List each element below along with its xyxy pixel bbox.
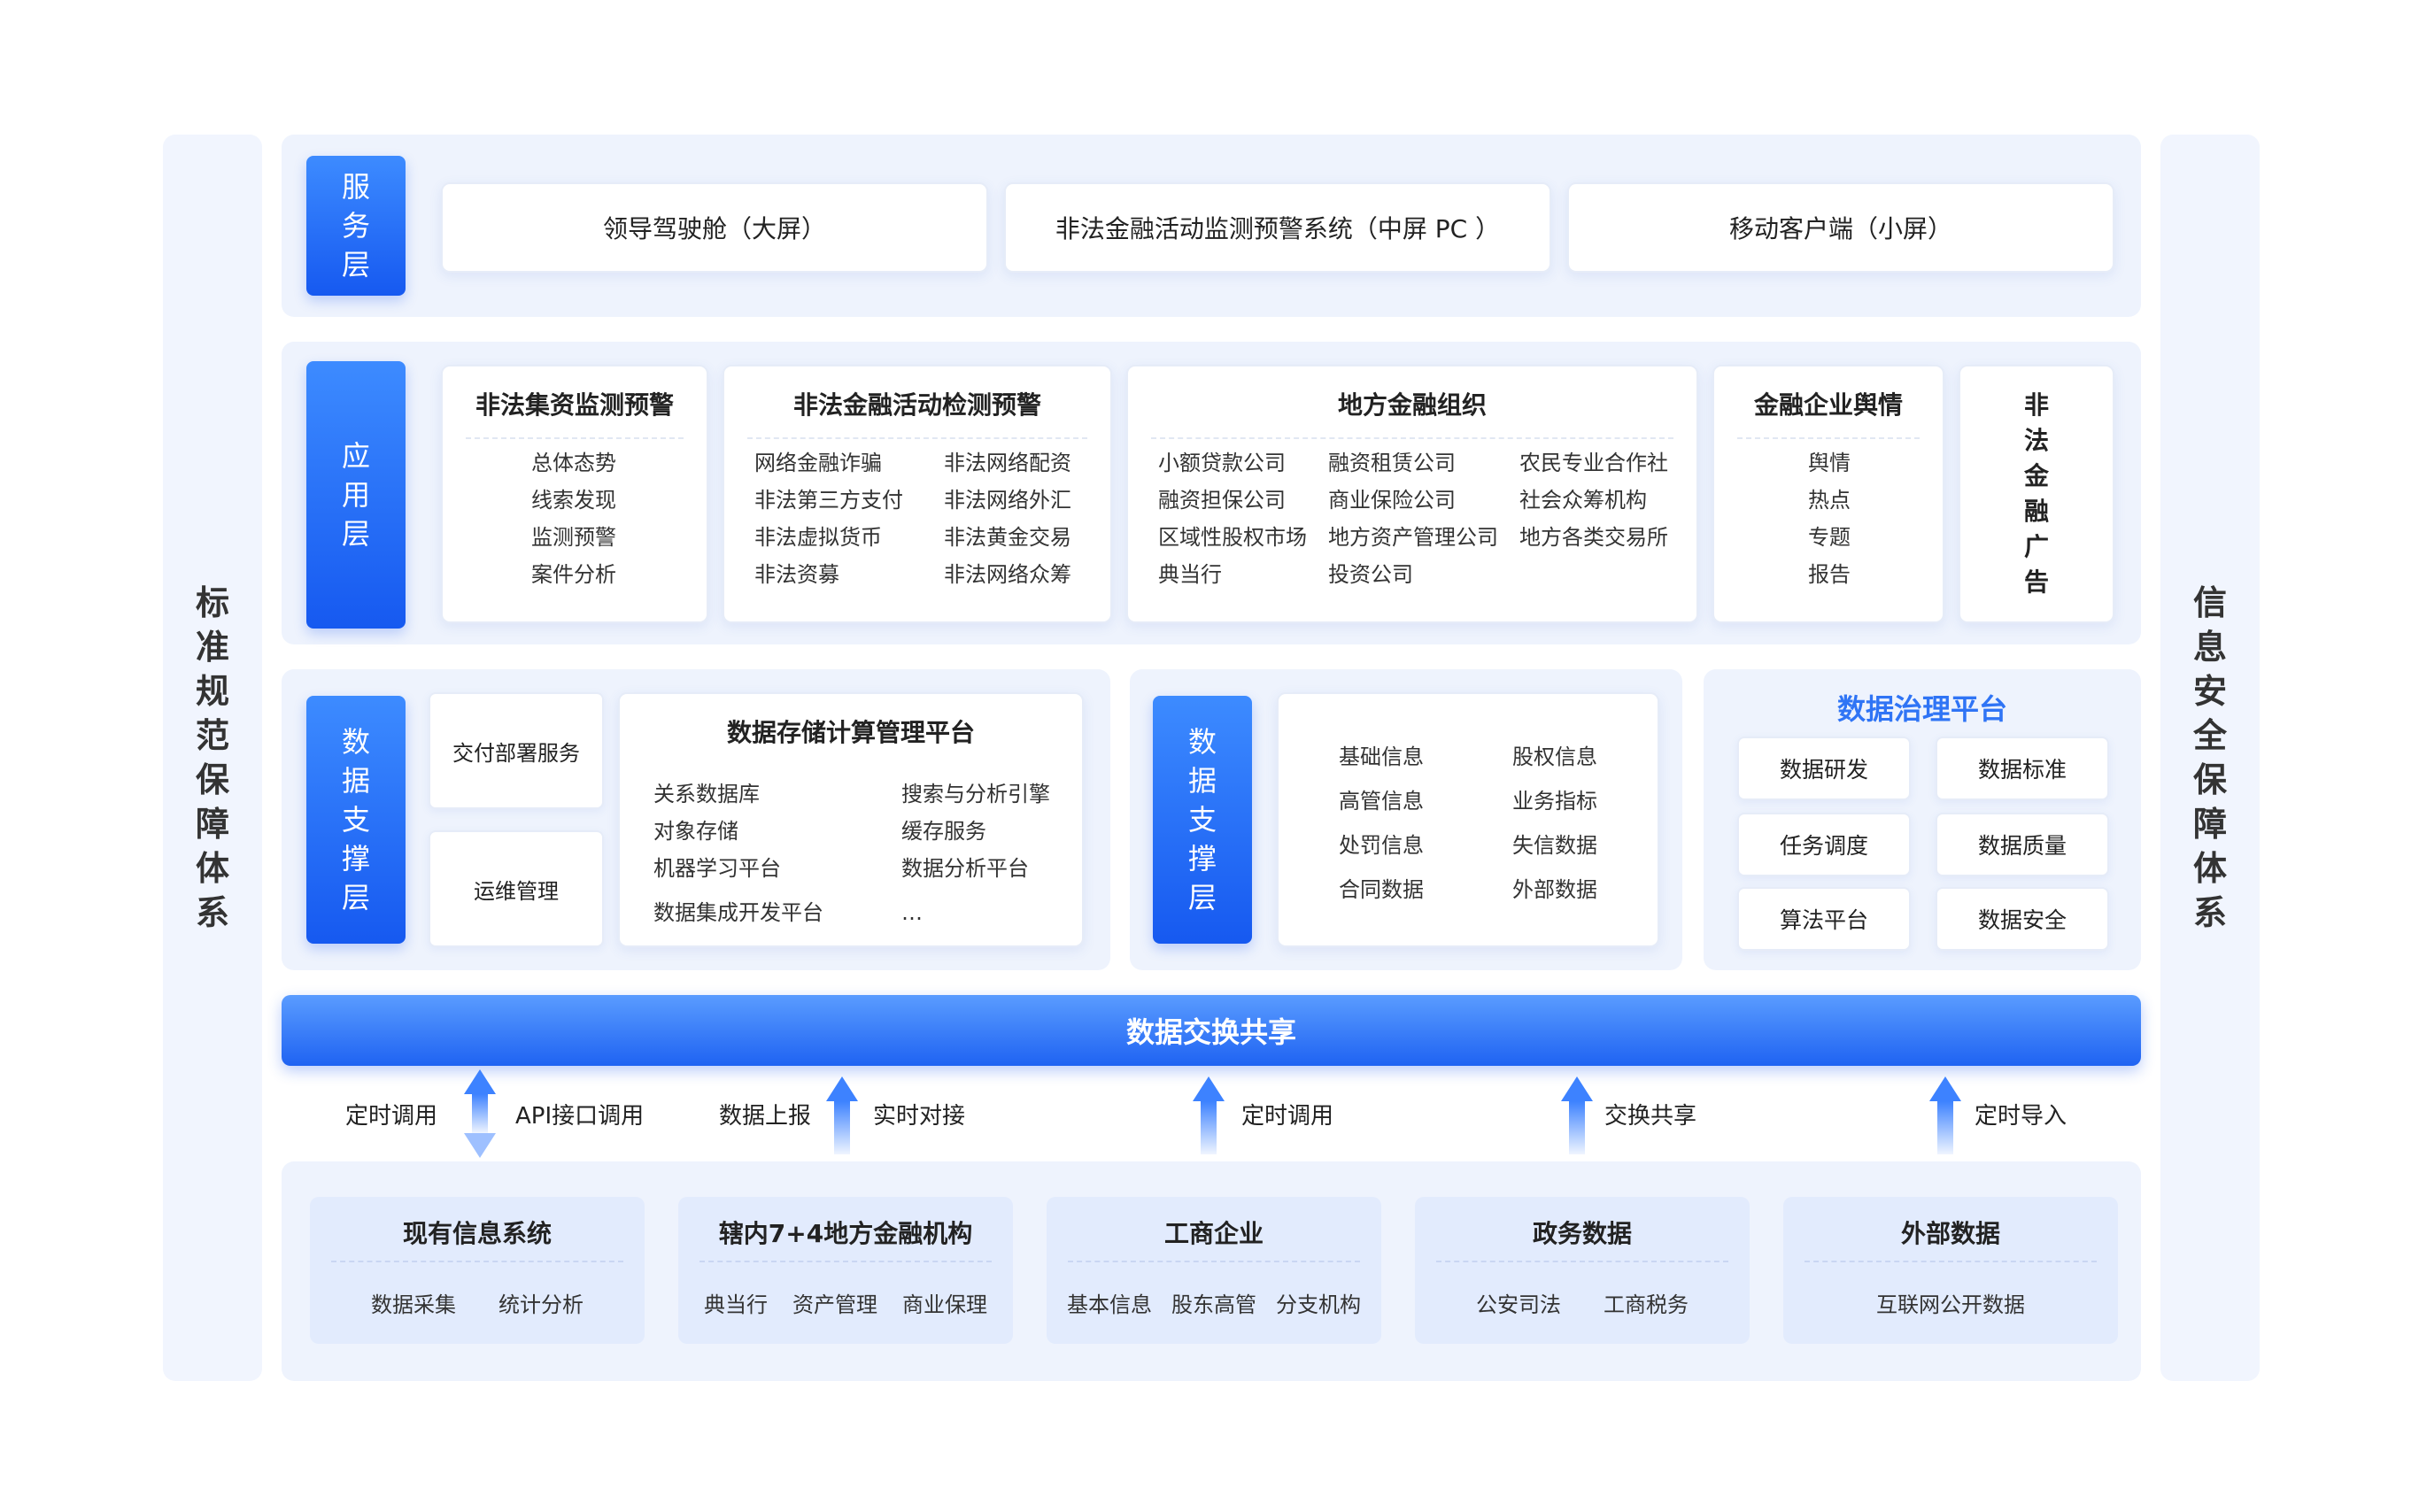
arrow-label-scheduled-call: 定时调用 xyxy=(1241,1103,1334,1130)
source-business-enterprises[interactable]: 工商企业 基本信息 股东高管 分支机构 xyxy=(1047,1197,1381,1344)
app-card-items-col3: 农民专业合作社 社会众筹机构 地方各类交易所 xyxy=(1519,451,1668,550)
source-government-data[interactable]: 政务数据 公安司法 工商税务 xyxy=(1415,1197,1750,1344)
app-card-illegal-finance-activity[interactable]: 非法金融活动检测预警 网络金融诈骗 非法第三方支付 非法虚拟货币 非法资募 非法… xyxy=(723,365,1112,623)
app-layer-label: 应用层 xyxy=(306,361,406,629)
left-pillar-standards: 标准规范保障体系 xyxy=(163,135,262,1381)
app-card-finance-sentiment[interactable]: 金融企业舆情 舆情 热点 专题 报告 xyxy=(1712,365,1944,623)
arrow-label-api-call: API接口调用 xyxy=(515,1103,645,1130)
data-support-label-2: 数据支撑层 xyxy=(1153,696,1252,944)
right-pillar-security: 信息安全保障体系 xyxy=(2160,135,2260,1381)
app-card-items-col1: 网络金融诈骗 非法第三方支付 非法虚拟货币 非法资募 xyxy=(754,451,903,587)
app-card-items-col2: 非法网络配资 非法网络外汇 非法黄金交易 非法网络众筹 xyxy=(944,451,1071,587)
arrow-label-data-report: 数据上报 xyxy=(719,1103,812,1130)
service-item-mobile[interactable]: 移动客户端（小屏） xyxy=(1567,182,2114,273)
platform-items-col1: 关系数据库 对象存储 机器学习平台 数据集成开发平台 xyxy=(653,782,823,925)
data-exchange-bar[interactable]: 数据交换共享 xyxy=(282,995,2141,1066)
up-arrow-icon xyxy=(1929,1076,1961,1154)
ops-management-card[interactable]: 运维管理 xyxy=(429,830,604,947)
app-card-items-col2: 融资租赁公司 商业保险公司 地方资产管理公司 投资公司 xyxy=(1328,451,1498,587)
service-item-big-screen[interactable]: 领导驾驶舱（大屏） xyxy=(441,182,988,273)
governance-item-quality[interactable]: 数据质量 xyxy=(1936,813,2109,876)
governance-item-dev[interactable]: 数据研发 xyxy=(1737,737,1911,800)
governance-item-algorithm[interactable]: 算法平台 xyxy=(1737,887,1911,951)
data-categories-col1: 基础信息 高管信息 处罚信息 合同数据 xyxy=(1339,744,1424,902)
governance-item-security[interactable]: 数据安全 xyxy=(1936,887,2109,951)
governance-item-scheduling[interactable]: 任务调度 xyxy=(1737,813,1911,876)
flow-arrows xyxy=(464,1069,1961,1158)
arrow-label-scheduled-import: 定时导入 xyxy=(1975,1103,2067,1130)
governance-item-standard[interactable]: 数据标准 xyxy=(1936,737,2109,800)
data-governance-title: 数据治理平台 xyxy=(1836,692,2007,726)
deploy-service-card[interactable]: 交付部署服务 xyxy=(429,692,604,809)
source-existing-systems[interactable]: 现有信息系统 数据采集 统计分析 xyxy=(310,1197,645,1344)
app-card-local-finance-orgs[interactable]: 地方金融组织 小额贷款公司 融资担保公司 区域性股权市场 典当行 融资租赁公司 … xyxy=(1126,365,1698,623)
arrow-label-scheduled-call-left: 定时调用 xyxy=(345,1103,438,1130)
up-arrow-icon xyxy=(1561,1076,1593,1154)
app-card-illegal-finance-ads[interactable]: 非法金融广告 xyxy=(1959,365,2114,623)
data-categories-col2: 股权信息 业务指标 失信数据 外部数据 xyxy=(1512,744,1597,902)
arrow-label-realtime: 实时对接 xyxy=(873,1103,966,1130)
data-support-label-1: 数据支撑层 xyxy=(306,696,406,944)
up-arrow-icon xyxy=(826,1076,858,1154)
app-card-illegal-fundraising[interactable]: 非法集资监测预警 总体态势 线索发现 监测预警 案件分析 xyxy=(441,365,708,623)
arrow-label-exchange: 交换共享 xyxy=(1604,1103,1697,1130)
source-external-data[interactable]: 外部数据 互联网公开数据 xyxy=(1783,1197,2118,1344)
right-pillar-text: 信息安全保障体系 xyxy=(2192,583,2227,932)
service-layer-label: 服务层 xyxy=(306,156,406,296)
left-pillar-text: 标准规范保障体系 xyxy=(195,583,229,932)
bidirectional-arrow-icon xyxy=(464,1069,496,1158)
app-card-items-col1: 小额贷款公司 融资担保公司 区域性股权市场 典当行 xyxy=(1158,451,1307,587)
data-categories-card[interactable]: 基础信息 高管信息 处罚信息 合同数据 股权信息 业务指标 失信数据 外部数据 xyxy=(1277,692,1659,947)
service-item-pc-system[interactable]: 非法金融活动监测预警系统（中屏 PC ） xyxy=(1004,182,1551,273)
app-card-items: 总体态势 线索发现 监测预警 案件分析 xyxy=(531,451,616,587)
source-local-finance-institutions[interactable]: 辖内7+4地方金融机构 典当行 资产管理 商业保理 xyxy=(678,1197,1013,1344)
platform-items-col2: 搜索与分析引擎 缓存服务 数据分析平台 … xyxy=(901,782,1050,925)
app-card-items: 舆情 热点 专题 报告 xyxy=(1808,451,1851,587)
up-arrow-icon xyxy=(1193,1076,1225,1154)
storage-compute-platform-card[interactable]: 数据存储计算管理平台 关系数据库 对象存储 机器学习平台 数据集成开发平台 搜索… xyxy=(618,692,1084,947)
